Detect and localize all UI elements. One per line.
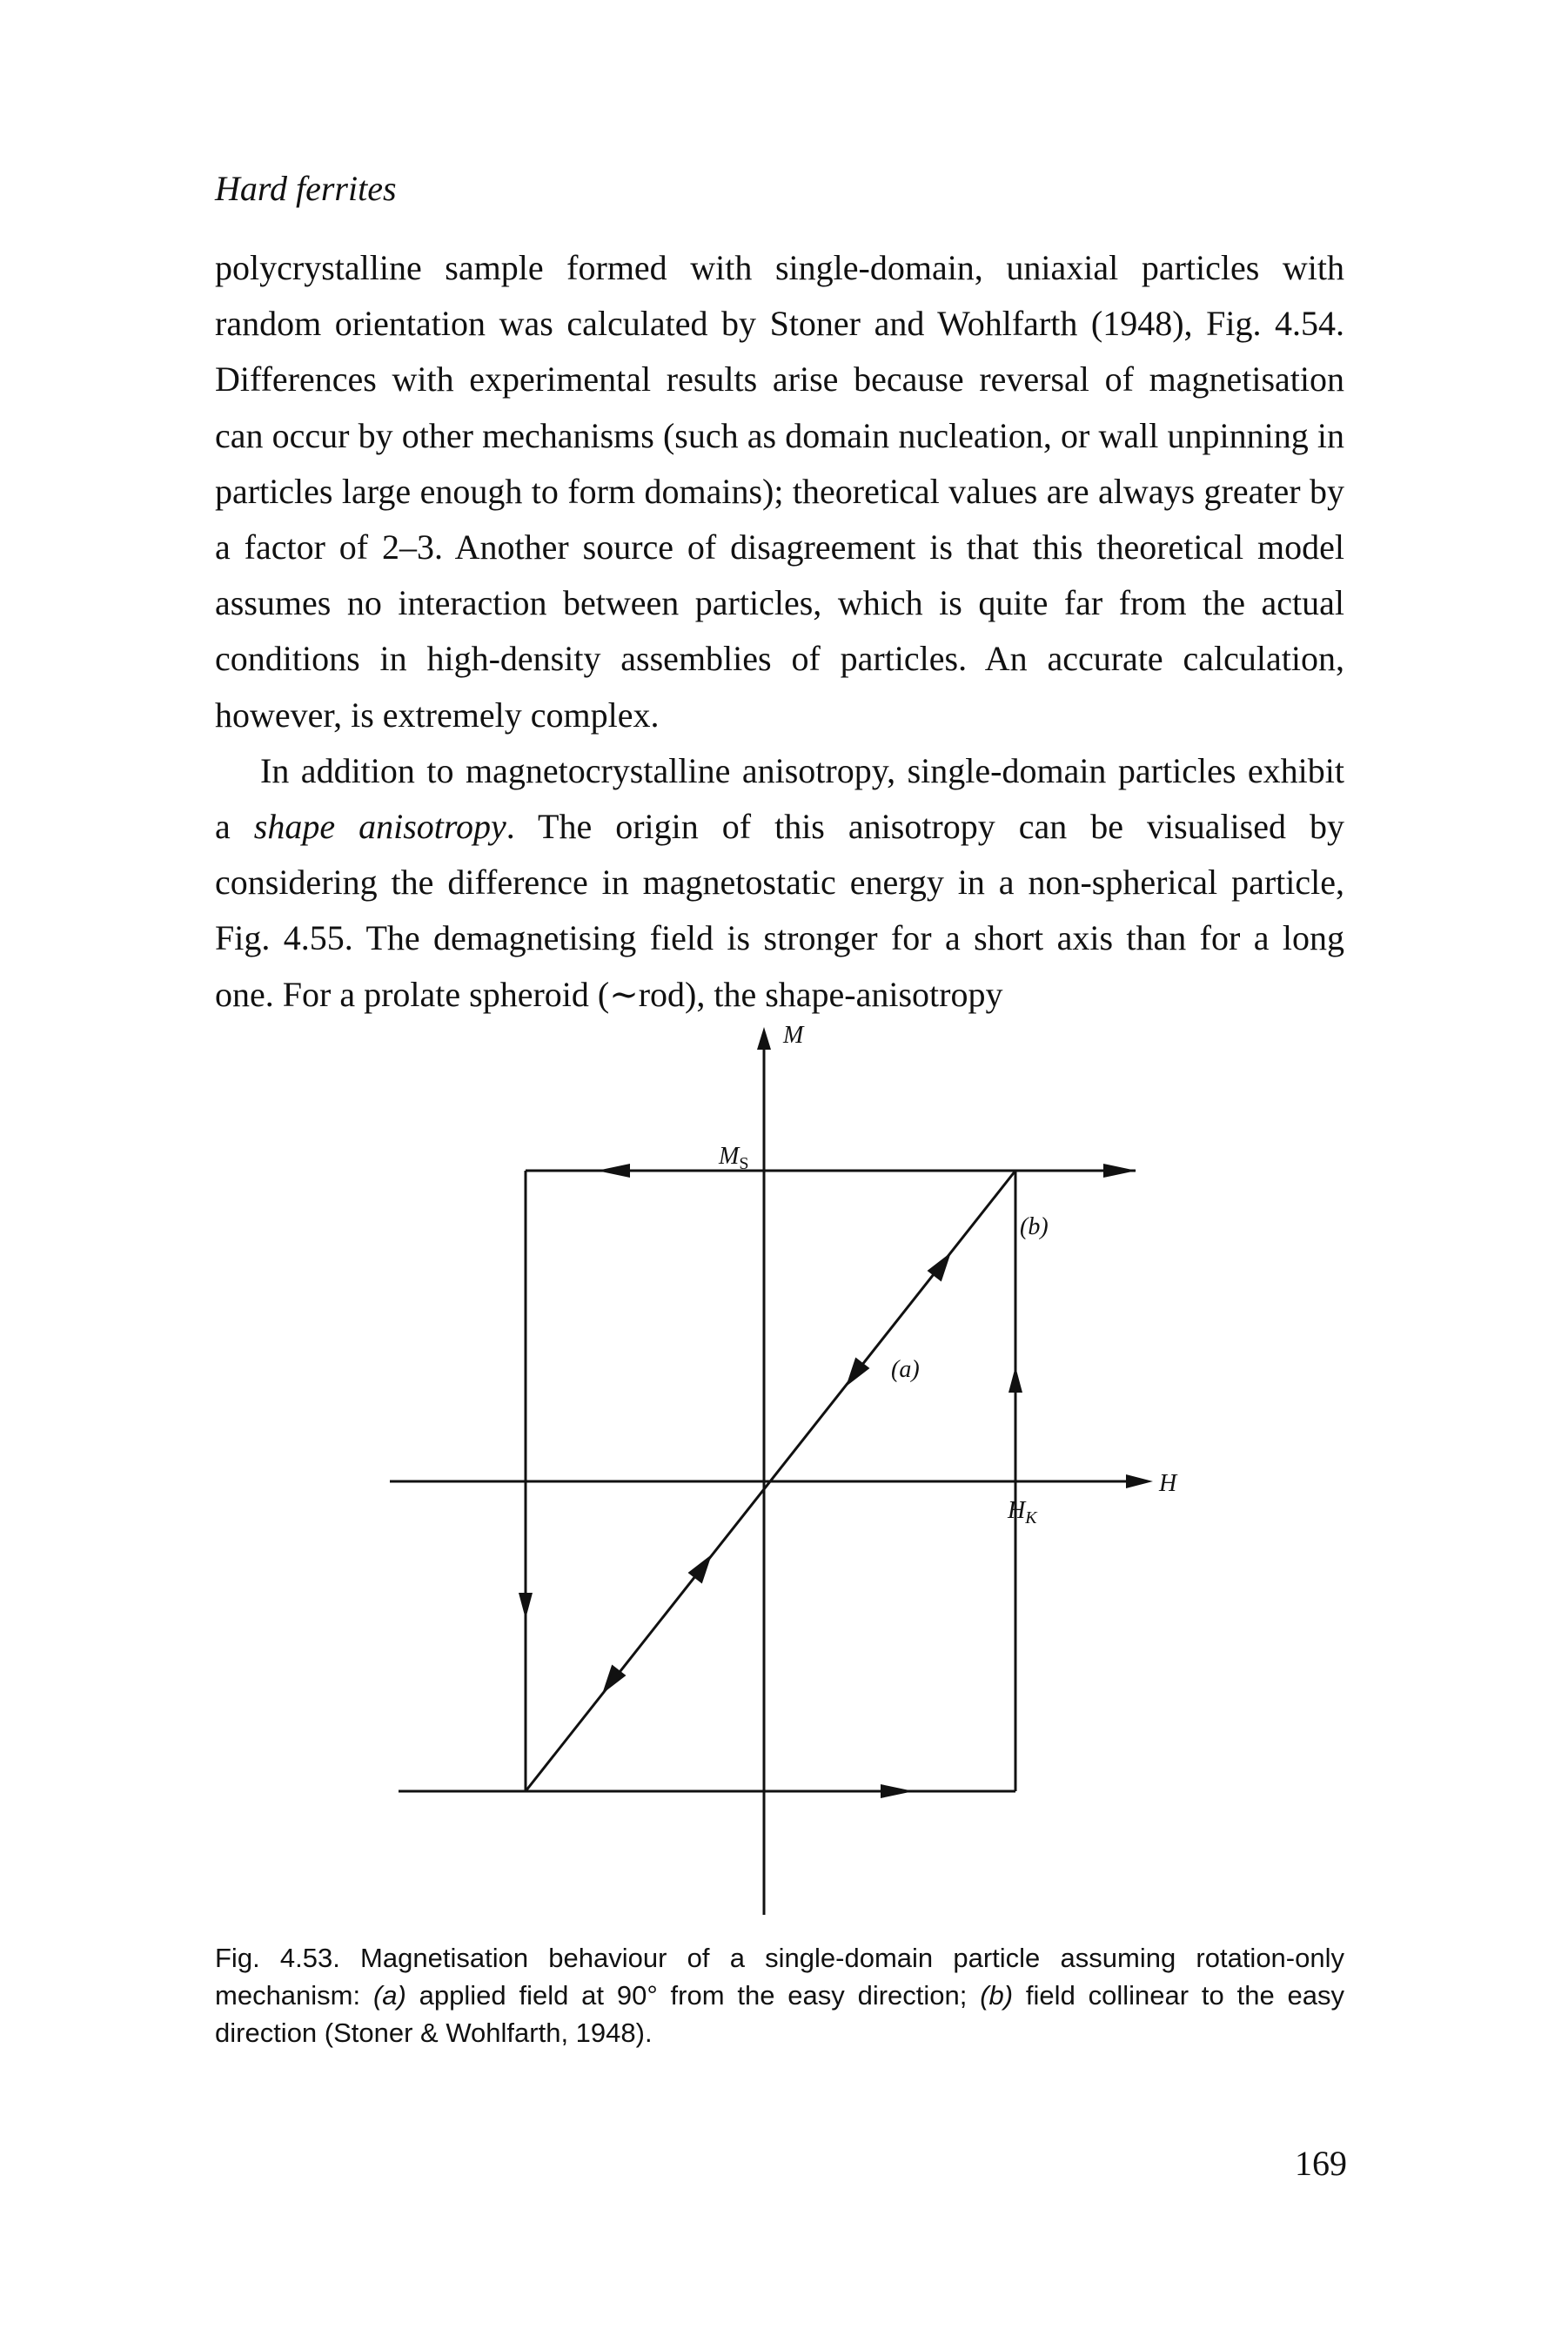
- anisotropy-field-main: H: [1007, 1497, 1027, 1524]
- caption-tail: field collinear to the easy direction (S…: [215, 1980, 1344, 2048]
- body-text: polycrystalline sample formed with singl…: [215, 240, 1344, 1023]
- left-down-arrow: [519, 1593, 533, 1619]
- page-number: 169: [1295, 2144, 1347, 2183]
- m-axis-arrowhead: [757, 1027, 771, 1050]
- diag-arrow-upper-up: [927, 1252, 951, 1282]
- caption-b: (b): [980, 1980, 1014, 2011]
- caption-mid: applied field at 90° from the easy direc…: [405, 1980, 981, 2011]
- figure-4-53: M MS (b) (a) H HK: [0, 992, 1568, 1941]
- diag-arrow-lower-down: [602, 1664, 627, 1695]
- paragraph-2-before-em: In addition to magnetocrystalline anisot…: [215, 750, 1344, 847]
- top-right-arrow: [1103, 1164, 1136, 1178]
- saturation-label-main: M: [718, 1143, 740, 1170]
- m-axis-label: M: [782, 1022, 805, 1049]
- right-up-arrow: [1008, 1366, 1022, 1393]
- bottom-right-arrow: [881, 1784, 914, 1798]
- running-head: Hard ferrites: [215, 169, 397, 208]
- shape-anisotropy-emphasis: shape anisotropy: [253, 807, 506, 847]
- saturation-label-sub: S: [739, 1154, 748, 1173]
- paragraph-2-after-em: . The origin of this anisotropy can be v…: [215, 807, 1345, 1014]
- curve-b-label: (b): [1020, 1213, 1049, 1240]
- hysteresis-diagram: M MS (b) (a) H HK: [390, 1022, 1178, 1915]
- h-axis-arrowhead: [1126, 1474, 1153, 1488]
- caption-a: (a): [372, 1980, 406, 2011]
- curve-a-label: (a): [891, 1356, 920, 1383]
- paragraph-1: polycrystalline sample formed with singl…: [215, 248, 1344, 735]
- diag-arrow-upper-down: [846, 1357, 870, 1387]
- saturation-label: MS: [718, 1143, 748, 1173]
- figure-caption: Fig. 4.53. Magnetisation behaviour of a …: [215, 1939, 1344, 2051]
- anisotropy-field-sub: K: [1024, 1508, 1038, 1528]
- caption-lead: Fig. 4.53. Magnetisation behaviour of a …: [215, 1943, 1344, 2011]
- paragraph-2: In addition to magnetocrystalline anisot…: [215, 743, 1344, 1023]
- top-left-arrow: [597, 1164, 630, 1178]
- diag-arrow-lower-up: [687, 1554, 712, 1584]
- anisotropy-field-label: HK: [1007, 1497, 1038, 1528]
- h-axis-label: H: [1158, 1470, 1178, 1497]
